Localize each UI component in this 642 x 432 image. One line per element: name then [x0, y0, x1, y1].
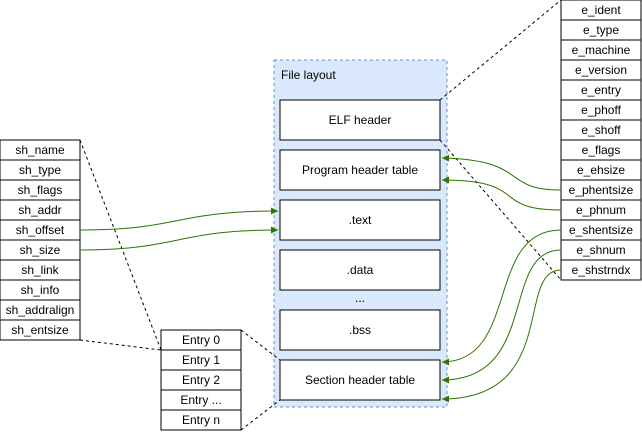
elf-field-label: e_entry — [581, 83, 621, 97]
elf-field-e-shoff[interactable]: e_shoff — [560, 119, 642, 141]
elf-field-e-phnum[interactable]: e_phnum — [560, 199, 642, 221]
file-section-program-header-table[interactable]: Program header table — [279, 149, 441, 191]
file-layout-title: File layout — [281, 68, 336, 82]
file-section-text[interactable]: .text — [279, 199, 441, 241]
sh-field-sh-name[interactable]: sh_name — [0, 139, 81, 161]
sh-field-sh-info[interactable]: sh_info — [0, 279, 81, 301]
section-entry-ellipsis[interactable]: Entry ... — [160, 389, 242, 411]
sh-field-label: sh_link — [21, 263, 59, 277]
arrow-sh-offset-to-text — [79, 207, 279, 231]
sh-field-label: sh_flags — [18, 183, 63, 197]
elf-field-e-ident[interactable]: e_ident — [560, 0, 642, 21]
sh-field-sh-link[interactable]: sh_link — [0, 259, 81, 281]
elf-field-e-ehsize[interactable]: e_ehsize — [560, 159, 642, 181]
elf-field-label: e_type — [583, 23, 619, 37]
elf-field-e-type[interactable]: e_type — [560, 19, 642, 41]
elf-field-label: e_machine — [572, 43, 631, 57]
file-section-data[interactable]: .data — [279, 249, 441, 291]
dash-entries-top — [240, 329, 281, 361]
section-entry-2[interactable]: Entry 2 — [160, 369, 242, 391]
section-entry-0[interactable]: Entry 0 — [160, 329, 242, 351]
section-header-fields: sh_name sh_type sh_flags sh_addr sh_offs… — [0, 139, 81, 341]
elf-field-e-shentsize[interactable]: e_shentsize — [560, 219, 642, 241]
section-entry-n[interactable]: Entry n — [160, 409, 242, 431]
file-section-label: Program header table — [302, 163, 418, 177]
arrow-e-shnum-to-sht — [441, 249, 562, 384]
elf-field-label: e_shstrndx — [572, 263, 631, 277]
file-section-elf-header[interactable]: ELF header — [279, 99, 441, 141]
sh-field-label: sh_name — [15, 143, 65, 157]
arrow-e-phnum-to-pht — [441, 176, 562, 211]
elf-field-e-phentsize[interactable]: e_phentsize — [560, 179, 642, 201]
elf-field-e-entry[interactable]: e_entry — [560, 79, 642, 101]
dash-elf-header-bottom — [439, 139, 562, 281]
elf-field-label: e_ehsize — [577, 163, 625, 177]
elf-field-e-flags[interactable]: e_flags — [560, 139, 642, 161]
section-entry-label: Entry ... — [180, 393, 221, 407]
file-section-label: .data — [347, 263, 374, 277]
file-section-label: .text — [349, 213, 372, 227]
elf-header-fields: e_ident e_type e_machine e_version e_ent… — [560, 0, 642, 281]
sh-field-label: sh_info — [21, 283, 60, 297]
dash-sh-fields-top — [79, 139, 162, 351]
elf-field-e-shstrndx[interactable]: e_shstrndx — [560, 259, 642, 281]
sh-field-sh-type[interactable]: sh_type — [0, 159, 81, 181]
sh-field-sh-addralign[interactable]: sh_addralign — [0, 299, 81, 321]
section-entry-1[interactable]: Entry 1 — [160, 349, 242, 371]
arrow-e-shstrndx-to-sht — [441, 269, 562, 403]
dash-sh-fields-bottom — [79, 339, 162, 351]
elf-field-label: e_phoff — [581, 103, 621, 117]
arrow-e-shentsize-to-sht — [441, 229, 562, 366]
elf-field-e-phoff[interactable]: e_phoff — [560, 99, 642, 121]
file-section-label: ELF header — [329, 113, 392, 127]
elf-field-e-shnum[interactable]: e_shnum — [560, 239, 642, 261]
sh-field-label: sh_addralign — [6, 303, 75, 317]
sh-field-sh-entsize[interactable]: sh_entsize — [0, 319, 81, 341]
sh-field-label: sh_size — [20, 243, 61, 257]
arrow-e-phentsize-to-pht — [441, 154, 562, 191]
sh-field-sh-offset[interactable]: sh_offset — [0, 219, 81, 241]
file-section-section-header-table[interactable]: Section header table — [279, 359, 441, 401]
file-section-ellipsis: ... — [355, 291, 365, 305]
pointer-arrows — [79, 154, 562, 403]
dash-elf-header-top — [439, 0, 562, 101]
dash-entries-bottom — [240, 399, 281, 431]
file-section-label: Section header table — [305, 373, 415, 387]
elf-field-label: e_version — [575, 63, 627, 77]
elf-field-label: e_phnum — [576, 203, 626, 217]
section-entry-label: Entry n — [182, 413, 220, 427]
sh-field-sh-size[interactable]: sh_size — [0, 239, 81, 261]
dashed-connectors — [79, 0, 562, 431]
elf-field-label: e_shentsize — [569, 223, 633, 237]
section-entry-label: Entry 2 — [182, 373, 220, 387]
sh-field-sh-addr[interactable]: sh_addr — [0, 199, 81, 221]
sh-field-label: sh_type — [19, 163, 61, 177]
elf-field-label: e_phentsize — [569, 183, 634, 197]
elf-field-e-machine[interactable]: e_machine — [560, 39, 642, 61]
elf-field-label: e_flags — [582, 143, 621, 157]
sh-field-label: sh_entsize — [11, 323, 69, 337]
sh-field-label: sh_offset — [16, 223, 65, 237]
section-entries: Entry 0 Entry 1 Entry 2 Entry ... Entry … — [160, 329, 242, 431]
file-section-bss[interactable]: .bss — [279, 309, 441, 351]
elf-field-label: e_shnum — [576, 243, 625, 257]
elf-field-e-version[interactable]: e_version — [560, 59, 642, 81]
sh-field-sh-flags[interactable]: sh_flags — [0, 179, 81, 201]
arrow-sh-size-to-text — [79, 226, 279, 251]
elf-field-label: e_ident — [581, 3, 621, 17]
section-entry-label: Entry 0 — [182, 333, 220, 347]
file-section-label: .bss — [349, 323, 371, 337]
section-entry-label: Entry 1 — [182, 353, 220, 367]
elf-field-label: e_shoff — [581, 123, 621, 137]
sh-field-label: sh_addr — [18, 203, 61, 217]
